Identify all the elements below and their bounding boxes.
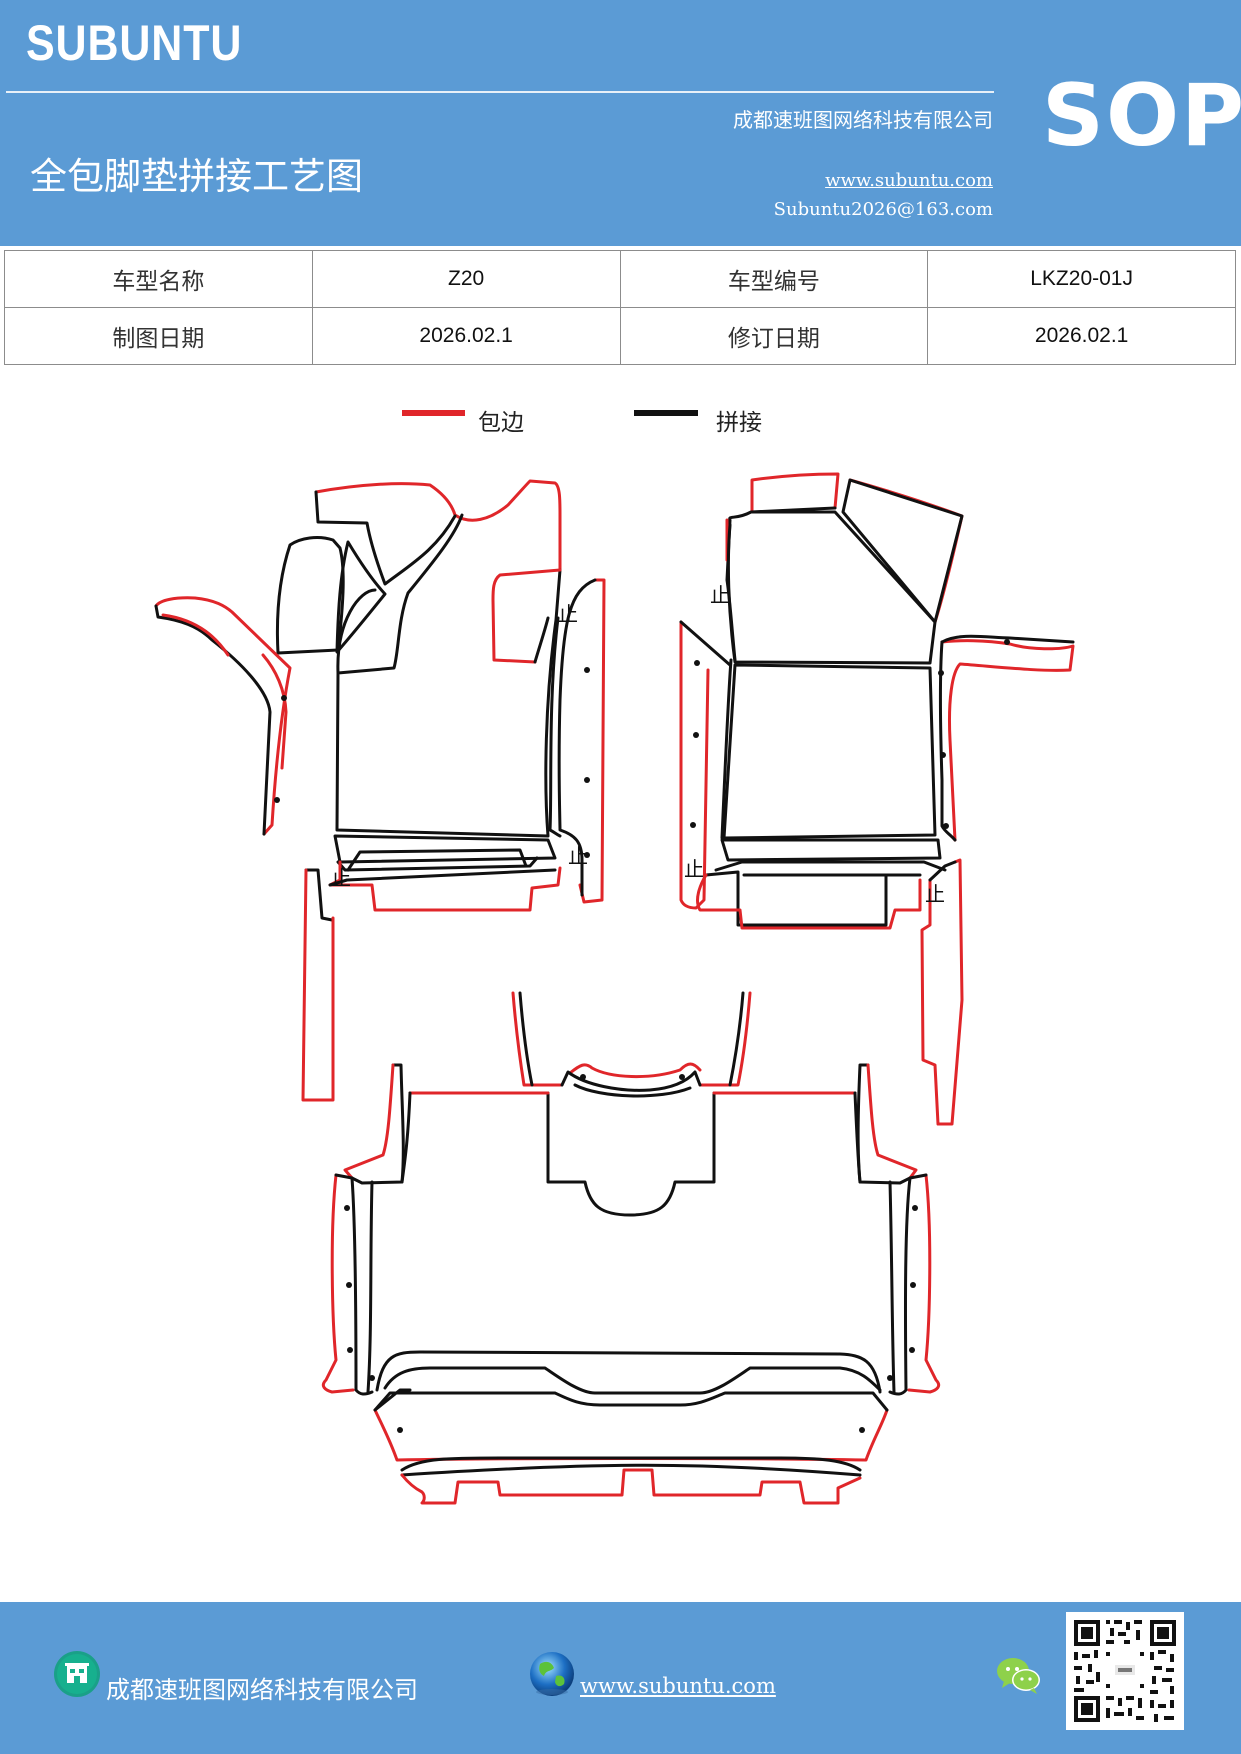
sop-badge: SOP — [1042, 66, 1241, 166]
footer-company-name: 成都速班图网络科技有限公司 — [106, 1676, 418, 1704]
page-title: 全包脚垫拼接工艺图 — [30, 155, 363, 198]
model-name-label: 车型名称 — [4, 250, 313, 308]
revise-date-label: 修订日期 — [619, 307, 929, 365]
model-code-value: LKZ20-01J — [927, 250, 1236, 308]
stop-mark: 止 — [710, 583, 730, 607]
building-icon — [54, 1651, 100, 1697]
brand-logo: SUBUNTU — [26, 15, 243, 71]
header-divider — [6, 91, 994, 93]
company-name: 成都速班图网络科技有限公司 — [733, 108, 993, 132]
driver-mat — [154, 479, 606, 1102]
stop-mark: 止 — [558, 602, 578, 626]
draw-date-label: 制图日期 — [4, 307, 313, 365]
draw-date-value: 2026.02.1 — [311, 307, 621, 365]
stop-mark: 止 — [684, 857, 704, 881]
header-banner: SUBUNTU 成都速班图网络科技有限公司 全包脚垫拼接工艺图 www.subu… — [0, 0, 1241, 246]
legend-join-label: 拼接 — [716, 410, 762, 436]
model-code-label: 车型编号 — [619, 250, 929, 308]
stop-mark: 止 — [925, 882, 945, 906]
table-row: 制图日期 2026.02.1 修订日期 2026.02.1 — [4, 307, 1236, 365]
model-name-value: Z20 — [311, 250, 621, 308]
globe-icon — [530, 1652, 574, 1696]
footer-banner: 成都速班图网络科技有限公司 www.subuntu.com — [0, 1602, 1241, 1754]
stop-mark: 止 — [331, 866, 351, 890]
legend-edge-label: 包边 — [478, 410, 524, 436]
qr-code — [1066, 1612, 1184, 1730]
passenger-mat — [679, 472, 1075, 1126]
table-row: 车型名称 Z20 车型编号 LKZ20-01J — [4, 250, 1236, 308]
website-link[interactable]: www.subuntu.com — [825, 170, 993, 191]
wechat-icon — [997, 1658, 1040, 1694]
email-address: Subuntu2026@163.com — [773, 199, 993, 220]
info-table: 车型名称 Z20 车型编号 LKZ20-01J 制图日期 2026.02.1 修… — [4, 250, 1236, 365]
footer-website-link[interactable]: www.subuntu.com — [580, 1674, 776, 1698]
revise-date-value: 2026.02.1 — [927, 307, 1236, 365]
rear-mat — [321, 991, 941, 1505]
stop-mark: 止 — [568, 844, 588, 868]
